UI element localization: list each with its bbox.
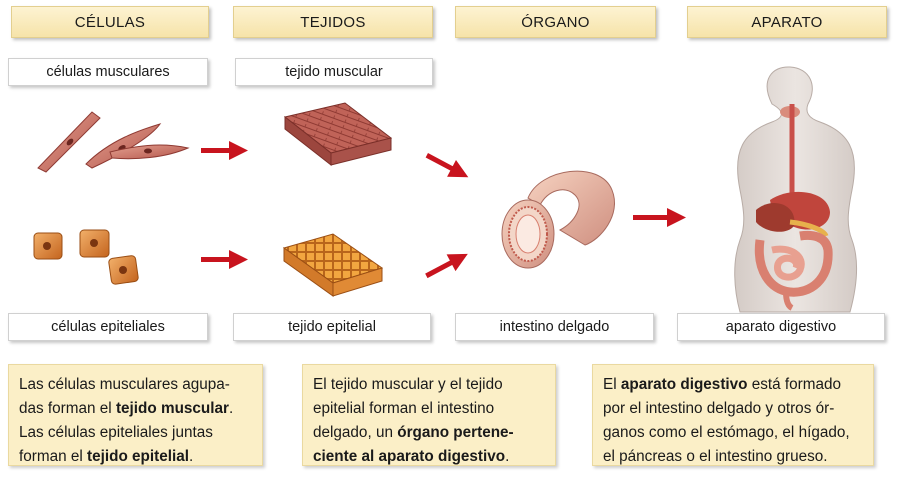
highlight-organ-cont: ciente al aparato digestivo — [313, 448, 506, 465]
label-organ: intestino delgado — [455, 313, 654, 341]
arrow-epithelial-tissue-to-organ — [425, 253, 468, 279]
digestive-system-illustration — [734, 66, 857, 313]
text-line: está formado — [747, 376, 842, 393]
label-muscle-cells: células musculares — [8, 58, 208, 86]
text-line: por el intestino delgado y otros ór- — [603, 400, 835, 417]
text-box-cells: Las células musculares agupa- das forman… — [8, 364, 263, 466]
arrow-muscle-tissue-to-organ — [425, 153, 469, 178]
epithelial-tissue-illustration — [282, 233, 384, 297]
epithelial-cells-illustration — [33, 229, 139, 285]
text-punct: . — [229, 400, 234, 417]
text-line: forman el — [19, 448, 88, 465]
cell-nucleus — [43, 242, 51, 250]
text-line: delgado, un — [313, 424, 398, 441]
text-punct: . — [189, 448, 194, 465]
text-line: el páncreas o el intestino grueso. — [603, 448, 828, 465]
text-line: El — [603, 376, 621, 393]
highlight-organ: órgano pertene- — [397, 424, 514, 441]
label-epithelial-cells: células epiteliales — [8, 313, 208, 341]
arrow-cells-to-epithelial-tissue — [201, 250, 248, 269]
arrow-cells-to-muscle-tissue — [201, 141, 248, 160]
text-line: das forman el — [19, 400, 116, 417]
label-epithelial-tissue: tejido epitelial — [233, 313, 431, 341]
cell-nucleus — [144, 148, 152, 154]
text-punct: . — [505, 448, 510, 465]
text-line: ganos como el estómago, el hígado, — [603, 424, 850, 441]
text-line: El tejido muscular y el tejido — [313, 376, 503, 393]
arrow-organ-to-system — [633, 208, 686, 227]
header-celulas: CÉLULAS — [11, 6, 209, 38]
text-box-system: El aparato digestivo está formado por el… — [592, 364, 874, 466]
muscle-tissue-illustration — [283, 102, 393, 167]
text-box-tissues: El tejido muscular y el tejido epitelial… — [302, 364, 556, 466]
highlight-muscle-tissue: tejido muscular — [115, 400, 229, 417]
highlight-digestive-system: aparato digestivo — [620, 376, 748, 393]
muscle-cells-illustration — [37, 111, 190, 173]
label-system: aparato digestivo — [677, 313, 885, 341]
header-tejidos: TEJIDOS — [233, 6, 433, 38]
cell-nucleus — [66, 138, 74, 146]
text-line: epitelial forman el intestino — [313, 400, 495, 417]
highlight-epithelial-tissue: tejido epitelial — [87, 448, 190, 465]
small-intestine-illustration — [501, 170, 615, 269]
text-line: Las células musculares agupa- — [19, 376, 230, 393]
cell-nucleus — [90, 239, 98, 247]
label-muscle-tissue: tejido muscular — [235, 58, 433, 86]
cell-nucleus — [119, 266, 127, 274]
text-line: Las células epiteliales juntas — [19, 424, 213, 441]
header-organo: ÓRGANO — [455, 6, 656, 38]
header-aparato: APARATO — [687, 6, 887, 38]
